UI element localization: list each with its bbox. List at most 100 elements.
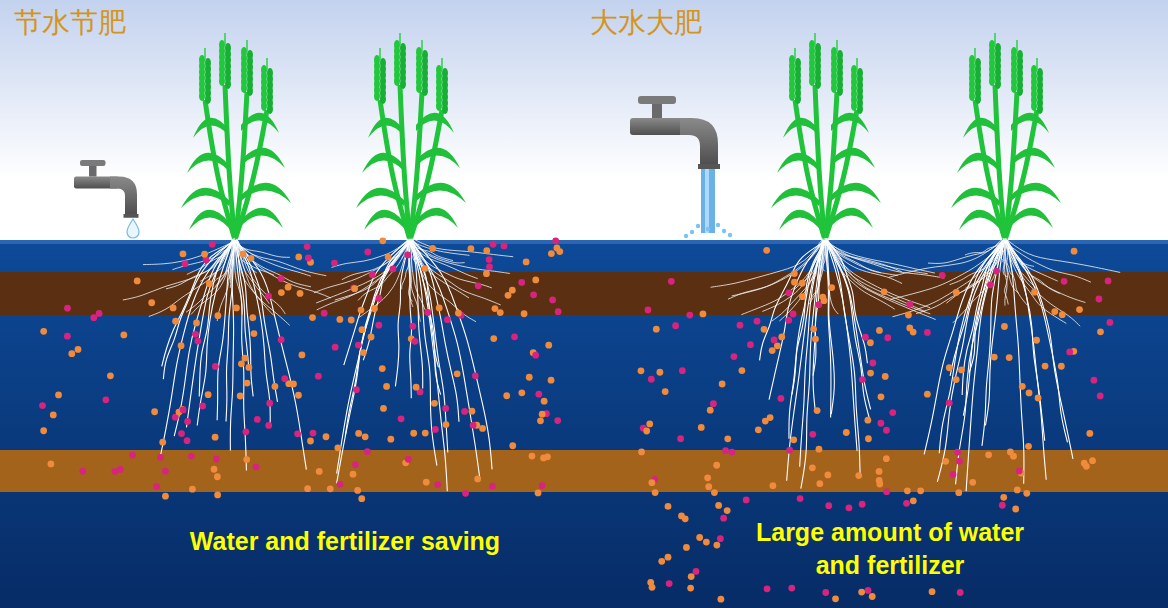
nutrient-dot	[535, 490, 542, 497]
nutrient-dot	[354, 487, 361, 494]
nutrient-dot	[532, 277, 539, 284]
nutrient-dot	[385, 254, 392, 261]
nutrient-dot	[47, 460, 54, 467]
leaf	[1011, 208, 1053, 228]
nutrient-dot	[832, 595, 839, 602]
nutrient-dot	[310, 430, 317, 437]
nutrient-dot	[790, 311, 797, 318]
nutrient-dot	[180, 250, 187, 257]
splash-drop	[722, 229, 726, 233]
label-text: 大水大肥	[590, 8, 702, 39]
nutrient-dot	[1105, 278, 1112, 285]
nutrient-dot	[1106, 319, 1113, 326]
awn	[994, 33, 996, 45]
nutrient-dot	[696, 534, 703, 541]
nutrient-dot	[159, 439, 166, 446]
nutrient-dot	[767, 414, 774, 421]
nutrient-dot	[754, 318, 761, 325]
nutrient-dot	[351, 285, 358, 292]
nutrient-dot	[1016, 468, 1023, 475]
nutrient-dot	[107, 372, 114, 379]
nutrient-dot	[876, 477, 883, 484]
grain	[394, 76, 400, 86]
nutrient-dot	[711, 489, 718, 496]
nutrient-dot	[1035, 395, 1042, 402]
nutrient-dot	[413, 384, 420, 391]
leaf	[951, 188, 999, 208]
nutrient-dot	[545, 342, 552, 349]
nutrient-dot	[652, 489, 659, 496]
nutrient-dot	[747, 341, 754, 348]
nutrient-dot	[883, 488, 890, 495]
nutrient-dot	[359, 326, 366, 333]
nutrient-dot	[50, 412, 57, 419]
nutrient-dot	[244, 380, 251, 387]
leaf	[783, 118, 819, 138]
nutrient-dot	[822, 589, 829, 596]
nutrient-dot	[199, 403, 206, 410]
grain	[199, 91, 205, 101]
nutrient-dot	[490, 335, 497, 342]
root	[413, 238, 513, 256]
grain	[374, 91, 380, 101]
nutrient-dot	[112, 468, 119, 475]
nutrient-dot	[205, 391, 212, 398]
nutrient-dot	[505, 292, 512, 299]
nutrient-dot	[638, 367, 645, 374]
root	[916, 238, 1006, 314]
nutrient-dot	[722, 447, 729, 454]
nutrient-dot	[549, 297, 556, 304]
nutrient-dot	[715, 502, 722, 509]
nutrient-dot	[209, 241, 216, 248]
nutrient-dot	[96, 310, 103, 317]
nutrient-dot	[153, 483, 160, 490]
nutrient-dot	[846, 504, 853, 511]
splash-drop	[684, 234, 688, 238]
nutrient-dot	[548, 250, 555, 257]
nutrient-dot	[350, 285, 357, 292]
nutrient-dot	[1089, 457, 1096, 464]
nutrient-dot	[213, 456, 220, 463]
nutrient-dot	[707, 407, 714, 414]
nutrient-dot	[1058, 363, 1065, 370]
nutrient-dot	[769, 482, 776, 489]
nutrient-dot	[953, 376, 960, 383]
nutrient-dot	[1066, 349, 1073, 356]
nutrient-dot	[883, 455, 890, 462]
faucet-small	[74, 160, 139, 218]
nutrient-dot	[206, 280, 213, 287]
nutrient-dot	[859, 376, 866, 383]
grain	[789, 91, 795, 101]
nutrient-dot	[764, 585, 771, 592]
nutrient-dot	[821, 297, 828, 304]
nutrient-dot	[993, 268, 1000, 275]
root	[409, 239, 510, 274]
nutrient-dot	[309, 314, 316, 321]
leaf	[189, 210, 229, 230]
stem	[1005, 110, 1037, 240]
awn	[421, 40, 423, 52]
grain	[247, 86, 253, 96]
nutrient-dot	[348, 317, 355, 324]
grain	[831, 83, 837, 93]
root	[197, 240, 233, 425]
nutrient-dot	[75, 346, 82, 353]
nutrient-dot	[693, 568, 700, 575]
nutrient-dot	[662, 388, 669, 395]
nutrient-dot	[172, 318, 179, 325]
water-stream-highlight	[705, 169, 709, 233]
nutrient-dot	[855, 472, 862, 479]
nutrient-dot	[410, 430, 417, 437]
root	[363, 240, 412, 360]
awn	[266, 58, 268, 70]
nutrient-dot	[242, 355, 249, 362]
root	[344, 240, 409, 365]
nutrient-dot	[424, 309, 431, 316]
nutrient-dot	[201, 251, 208, 258]
nutrient-dot	[214, 492, 221, 499]
nutrient-dot	[668, 278, 675, 285]
nutrient-dot	[910, 329, 917, 336]
nutrient-dot	[503, 392, 510, 399]
nutrient-dot	[718, 596, 725, 603]
